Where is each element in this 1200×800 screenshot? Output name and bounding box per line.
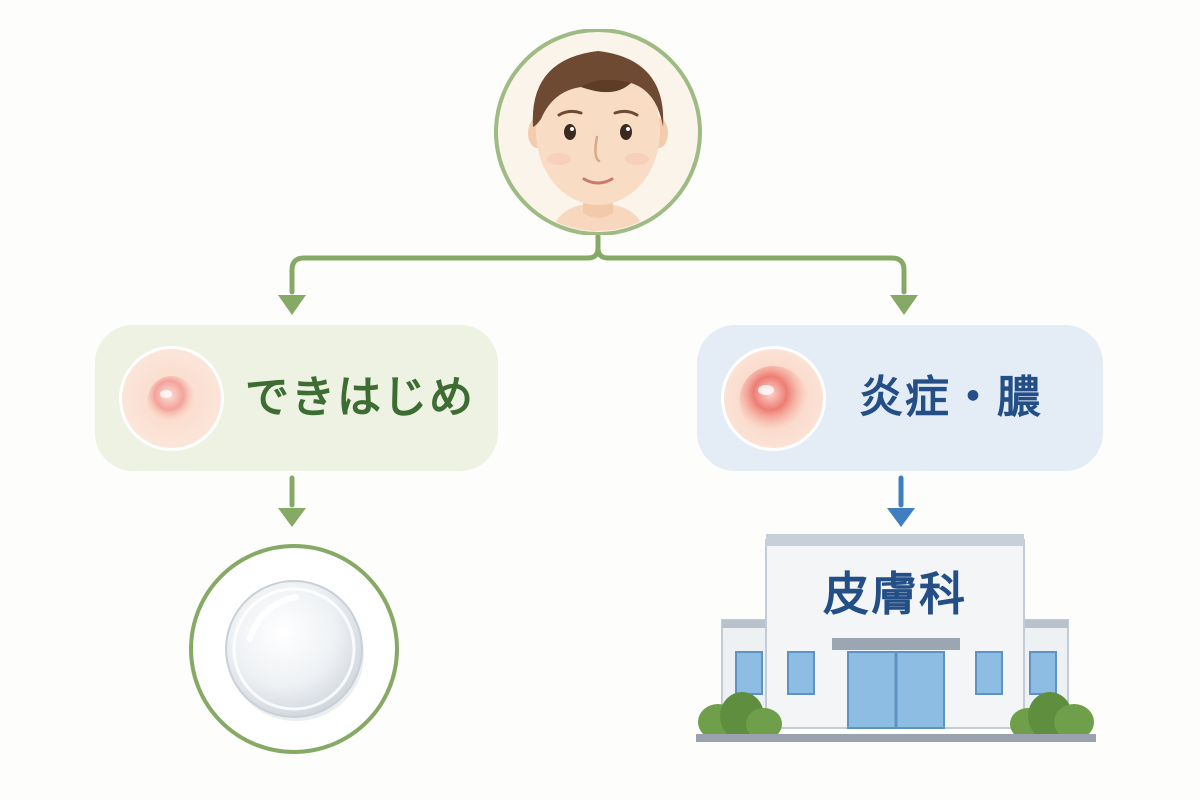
stage-box-inflamed: 炎症・膿 (697, 325, 1103, 471)
inflamed-pimple-icon (721, 346, 826, 451)
arrow-head-clinic-icon (887, 508, 915, 527)
clinic-building-icon (696, 534, 1096, 742)
small-pimple-icon (119, 346, 224, 451)
stage-box-early: できはじめ (95, 325, 498, 471)
clinic-sign: 皮膚科 (823, 567, 967, 621)
person-face-icon (494, 29, 702, 235)
stage-label-inflamed: 炎症・膿 (859, 372, 1043, 423)
acne-patch-icon (189, 544, 399, 754)
stage-label-early: できはじめ (245, 372, 475, 423)
arrow-head-right-icon (890, 295, 918, 315)
arrow-head-left-icon (278, 295, 306, 315)
clinic-building: 皮膚科 (690, 530, 1100, 750)
arrow-head-patch-icon (278, 508, 306, 527)
